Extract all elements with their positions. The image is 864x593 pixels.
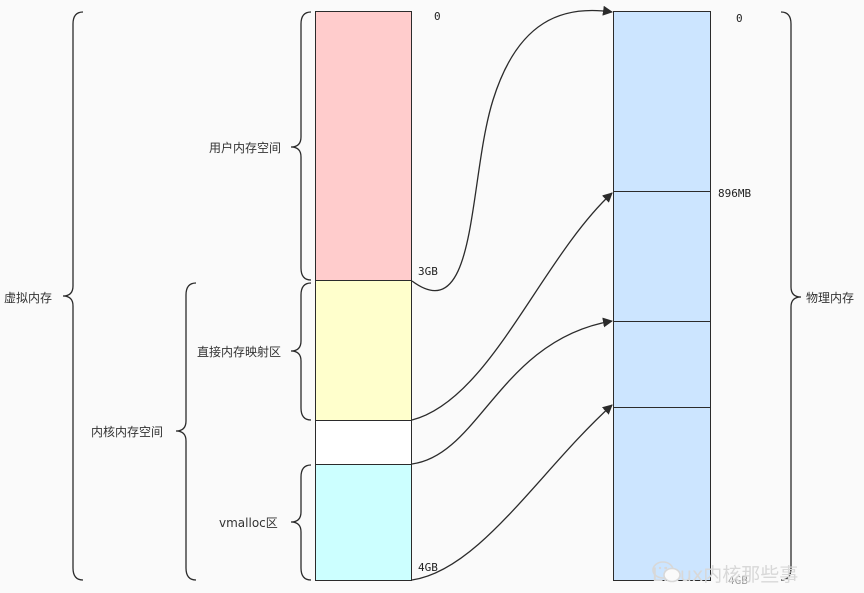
kernel-space-label: 内核内存空间 xyxy=(91,425,164,439)
physical-low-block xyxy=(613,11,711,193)
watermark-text: Linux内核那些事 xyxy=(652,564,799,586)
vmalloc-block xyxy=(315,464,412,581)
mapping-arrow-direct xyxy=(411,192,613,421)
gap-block xyxy=(315,420,412,466)
vmalloc-brace xyxy=(290,464,312,581)
direct-map-label: 直接内存映射区 xyxy=(197,345,282,359)
virtual-4gb-address: 4GB xyxy=(418,561,438,574)
physical-memory-brace xyxy=(780,11,802,581)
physical-mid-block xyxy=(613,191,711,323)
direct-map-block xyxy=(315,280,412,422)
vmalloc-label: vmalloc区 xyxy=(219,516,278,530)
physical-start-address: 0 xyxy=(736,12,743,25)
virtual-3gb-address: 3GB xyxy=(418,265,438,278)
user-space-label: 用户内存空间 xyxy=(209,141,282,155)
virtual-memory-brace xyxy=(62,11,84,581)
physical-end-address: 4GB xyxy=(728,574,748,587)
direct-map-brace xyxy=(290,282,312,421)
physical-high-block xyxy=(613,321,711,409)
virtual-start-address: 0 xyxy=(434,10,441,23)
watermark: Linux内核那些事 xyxy=(652,560,798,587)
kernel-space-brace xyxy=(175,282,197,581)
physical-top-block xyxy=(613,407,711,581)
virtual-memory-label: 虚拟内存 xyxy=(4,291,53,305)
physical-896mb-address: 896MB xyxy=(718,187,752,200)
mapping-arrow-vmalloc xyxy=(411,404,613,581)
mapping-arrow-gap xyxy=(411,317,613,465)
mapping-arrow-user xyxy=(411,5,613,291)
wechat-icon xyxy=(652,561,681,583)
physical-memory-label: 物理内存 xyxy=(806,291,855,305)
user-space-block xyxy=(315,11,412,282)
user-space-brace xyxy=(290,11,312,281)
